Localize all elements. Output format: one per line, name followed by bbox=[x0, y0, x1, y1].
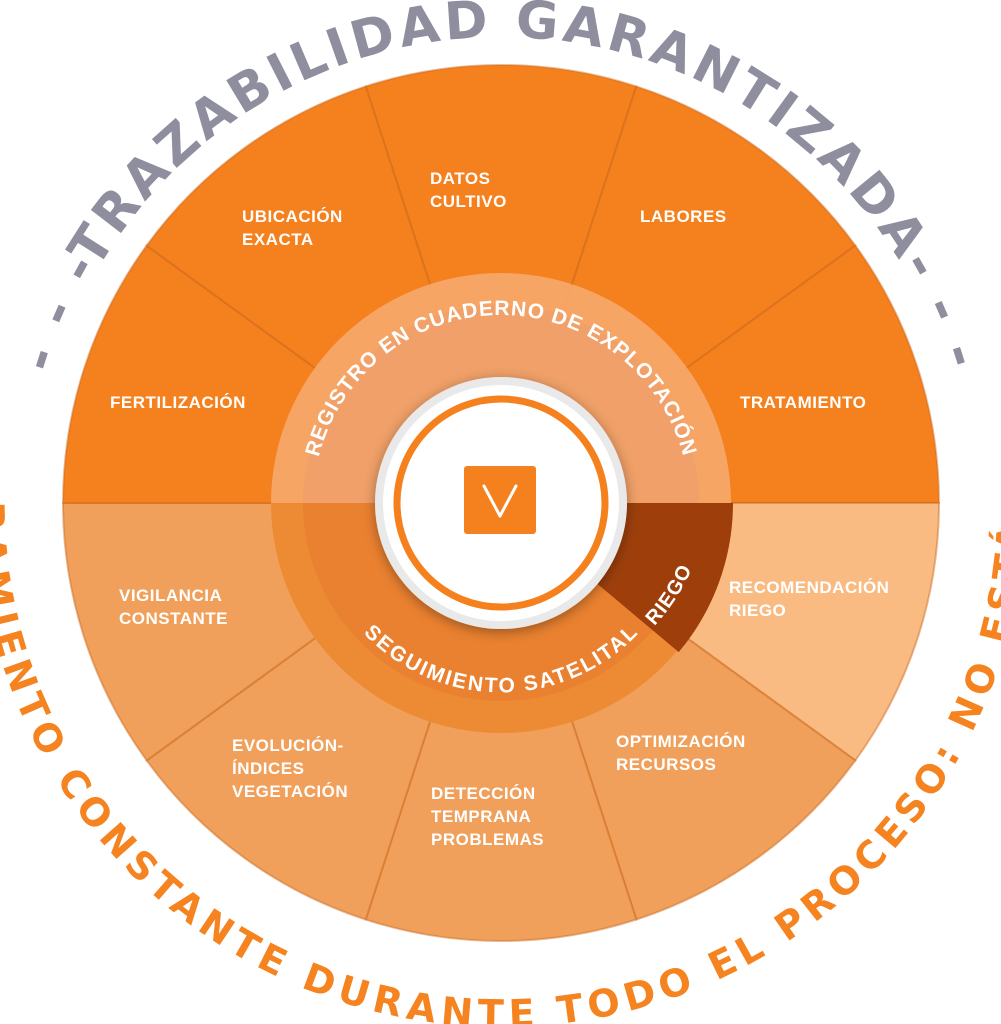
v-logo-icon bbox=[464, 466, 536, 534]
segment-label: TRATAMIENTO bbox=[740, 393, 866, 412]
ring-riego-highlight bbox=[597, 503, 733, 653]
segment-label: FERTILIZACIÓN bbox=[110, 393, 246, 412]
center-hub bbox=[375, 377, 627, 629]
segment-label: LABORES bbox=[640, 207, 727, 226]
